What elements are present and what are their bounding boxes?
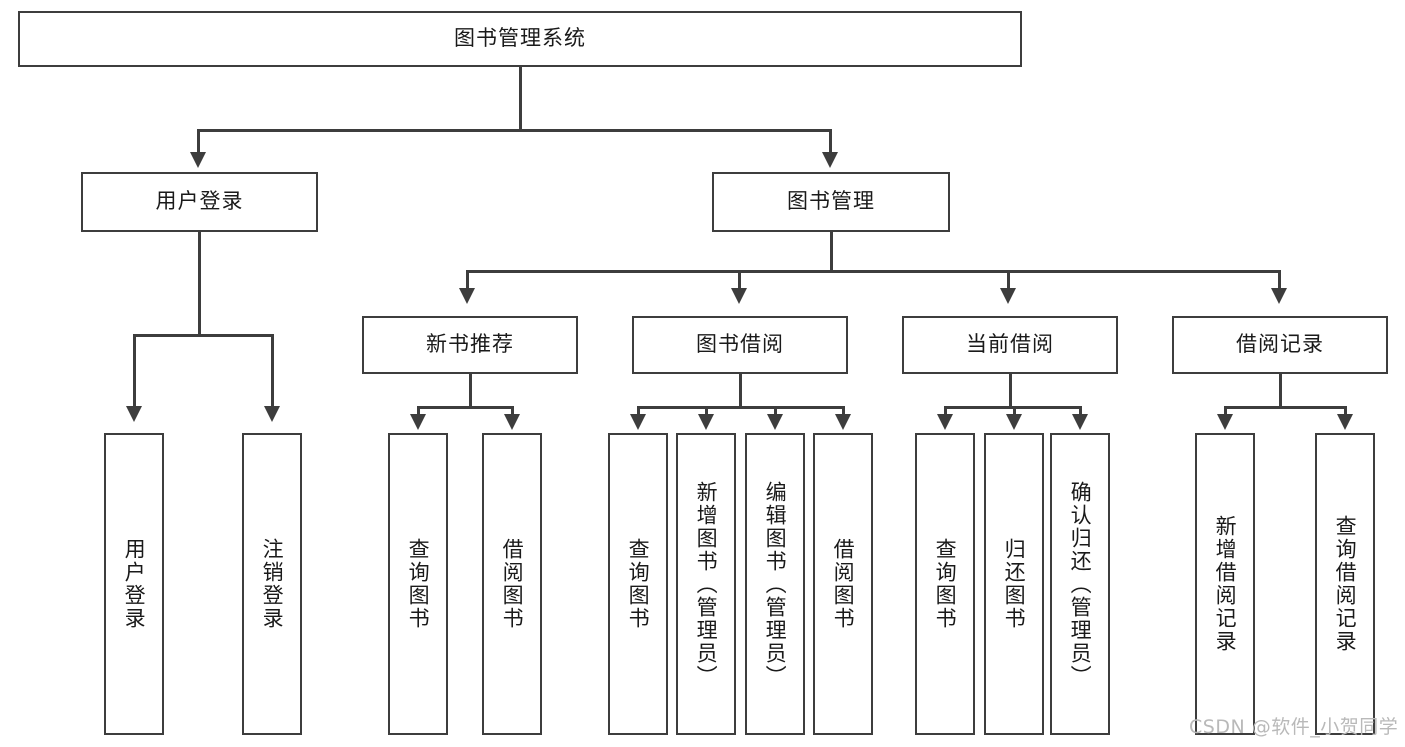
connector-currentborrow-to-leaf3 <box>1079 406 1082 418</box>
leaf-borrow-borrow-book-label: 借阅图书 <box>831 538 856 630</box>
leaf-borrow-edit-book[interactable]: 编辑图书（管理员） <box>745 433 805 735</box>
arrow-login-to-leaf1 <box>126 406 142 422</box>
node-root-label: 图书管理系统 <box>454 26 586 51</box>
leaf-borrow-query-book[interactable]: 查询图书 <box>608 433 668 735</box>
node-user-login-label: 用户登录 <box>155 189 244 214</box>
arrow-login-to-leaf2 <box>264 406 280 422</box>
connector-newbook-stem <box>469 374 472 408</box>
connector-login-stem <box>198 232 201 336</box>
leaf-logout[interactable]: 注销登录 <box>242 433 302 735</box>
csdn-watermark: CSDN @软件_小贺同学 <box>1189 716 1399 738</box>
node-borrow-record[interactable]: 借阅记录 <box>1172 316 1388 374</box>
connector-borrowrecord-bus <box>1224 406 1346 409</box>
connector-currentborrow-stem <box>1009 374 1012 408</box>
node-user-login[interactable]: 用户登录 <box>81 172 318 232</box>
leaf-user-login-label: 用户登录 <box>122 538 147 630</box>
node-current-borrow-label: 当前借阅 <box>966 332 1054 357</box>
leaf-record-add[interactable]: 新增借阅记录 <box>1195 433 1255 735</box>
node-book-management-label: 图书管理 <box>787 189 875 214</box>
leaf-user-login[interactable]: 用户登录 <box>104 433 164 735</box>
connector-newbook-bus <box>417 406 513 409</box>
arrow-root-to-login <box>190 152 206 168</box>
leaf-logout-label: 注销登录 <box>260 538 285 630</box>
connector-bookborrow-stem <box>739 374 742 408</box>
arrow-bookmgmt-to-current <box>1000 288 1016 304</box>
connector-borrowrecord-to-leaf1 <box>1224 406 1227 418</box>
node-root[interactable]: 图书管理系统 <box>18 11 1022 67</box>
leaf-record-query-label: 查询借阅记录 <box>1333 515 1358 653</box>
connector-newbook-to-leaf1 <box>417 406 420 418</box>
connector-bookmgmt-to-record <box>1278 270 1281 292</box>
arrow-currentborrow-to-leaf3 <box>1072 414 1088 430</box>
leaf-newbook-borrow-book[interactable]: 借阅图书 <box>482 433 542 735</box>
node-book-borrow-label: 图书借阅 <box>696 332 784 357</box>
connector-currentborrow-to-leaf2 <box>1013 406 1016 418</box>
connector-bookmgmt-stem <box>830 232 833 272</box>
node-new-book-recommend-label: 新书推荐 <box>426 332 514 357</box>
connector-bookborrow-to-leaf2 <box>705 406 708 418</box>
leaf-borrow-query-book-label: 查询图书 <box>626 538 651 630</box>
leaf-record-add-label: 新增借阅记录 <box>1213 515 1238 653</box>
leaf-borrow-borrow-book[interactable]: 借阅图书 <box>813 433 873 735</box>
leaf-borrow-add-book[interactable]: 新增图书（管理员） <box>676 433 736 735</box>
connector-login-bus <box>133 334 274 337</box>
arrow-borrowrecord-to-leaf1 <box>1217 414 1233 430</box>
connector-bookborrow-to-leaf4 <box>842 406 845 418</box>
connector-bookmgmt-to-new <box>466 270 469 292</box>
node-borrow-record-label: 借阅记录 <box>1236 332 1324 357</box>
arrow-bookmgmt-to-borrow <box>731 288 747 304</box>
leaf-newbook-query-book[interactable]: 查询图书 <box>388 433 448 735</box>
arrow-currentborrow-to-leaf1 <box>937 414 953 430</box>
connector-bookmgmt-bus <box>466 270 1280 273</box>
connector-root-to-bookmgmt <box>829 129 832 157</box>
leaf-borrow-add-book-label: 新增图书（管理员） <box>694 480 719 688</box>
leaf-borrow-edit-book-label: 编辑图书（管理员） <box>763 480 788 688</box>
leaf-current-confirm-return[interactable]: 确认归还（管理员） <box>1050 433 1110 735</box>
connector-login-to-leaf1 <box>133 334 136 410</box>
node-new-book-recommend[interactable]: 新书推荐 <box>362 316 578 374</box>
leaf-current-return-book-label: 归还图书 <box>1002 538 1027 630</box>
arrow-root-to-bookmgmt <box>822 152 838 168</box>
node-book-borrow[interactable]: 图书借阅 <box>632 316 848 374</box>
connector-bookborrow-bus <box>637 406 844 409</box>
connector-root-to-login <box>197 129 200 157</box>
leaf-record-query[interactable]: 查询借阅记录 <box>1315 433 1375 735</box>
connector-bookmgmt-to-current <box>1007 270 1010 292</box>
arrow-bookmgmt-to-new <box>459 288 475 304</box>
arrow-newbook-to-leaf1 <box>410 414 426 430</box>
leaf-current-confirm-return-label: 确认归还（管理员） <box>1068 480 1093 688</box>
connector-bookmgmt-to-borrow <box>738 270 741 292</box>
leaf-current-query-book-label: 查询图书 <box>933 538 958 630</box>
arrow-newbook-to-leaf2 <box>504 414 520 430</box>
arrow-borrowrecord-to-leaf2 <box>1337 414 1353 430</box>
connector-currentborrow-to-leaf1 <box>944 406 947 418</box>
connector-currentborrow-bus <box>944 406 1081 409</box>
connector-borrowrecord-stem <box>1279 374 1282 408</box>
leaf-newbook-query-book-label: 查询图书 <box>406 538 431 630</box>
arrow-bookborrow-to-leaf2 <box>698 414 714 430</box>
connector-borrowrecord-to-leaf2 <box>1344 406 1347 418</box>
leaf-current-return-book[interactable]: 归还图书 <box>984 433 1044 735</box>
connector-root-stem <box>519 67 522 131</box>
connector-newbook-to-leaf2 <box>511 406 514 418</box>
arrow-bookmgmt-to-record <box>1271 288 1287 304</box>
connector-root-bus <box>197 129 831 132</box>
leaf-current-query-book[interactable]: 查询图书 <box>915 433 975 735</box>
leaf-newbook-borrow-book-label: 借阅图书 <box>500 538 525 630</box>
arrow-bookborrow-to-leaf1 <box>630 414 646 430</box>
connector-bookborrow-to-leaf3 <box>774 406 777 418</box>
arrow-currentborrow-to-leaf2 <box>1006 414 1022 430</box>
connector-login-to-leaf2 <box>271 334 274 410</box>
arrow-bookborrow-to-leaf4 <box>835 414 851 430</box>
connector-bookborrow-to-leaf1 <box>637 406 640 418</box>
node-current-borrow[interactable]: 当前借阅 <box>902 316 1118 374</box>
node-book-management[interactable]: 图书管理 <box>712 172 950 232</box>
arrow-bookborrow-to-leaf3 <box>767 414 783 430</box>
